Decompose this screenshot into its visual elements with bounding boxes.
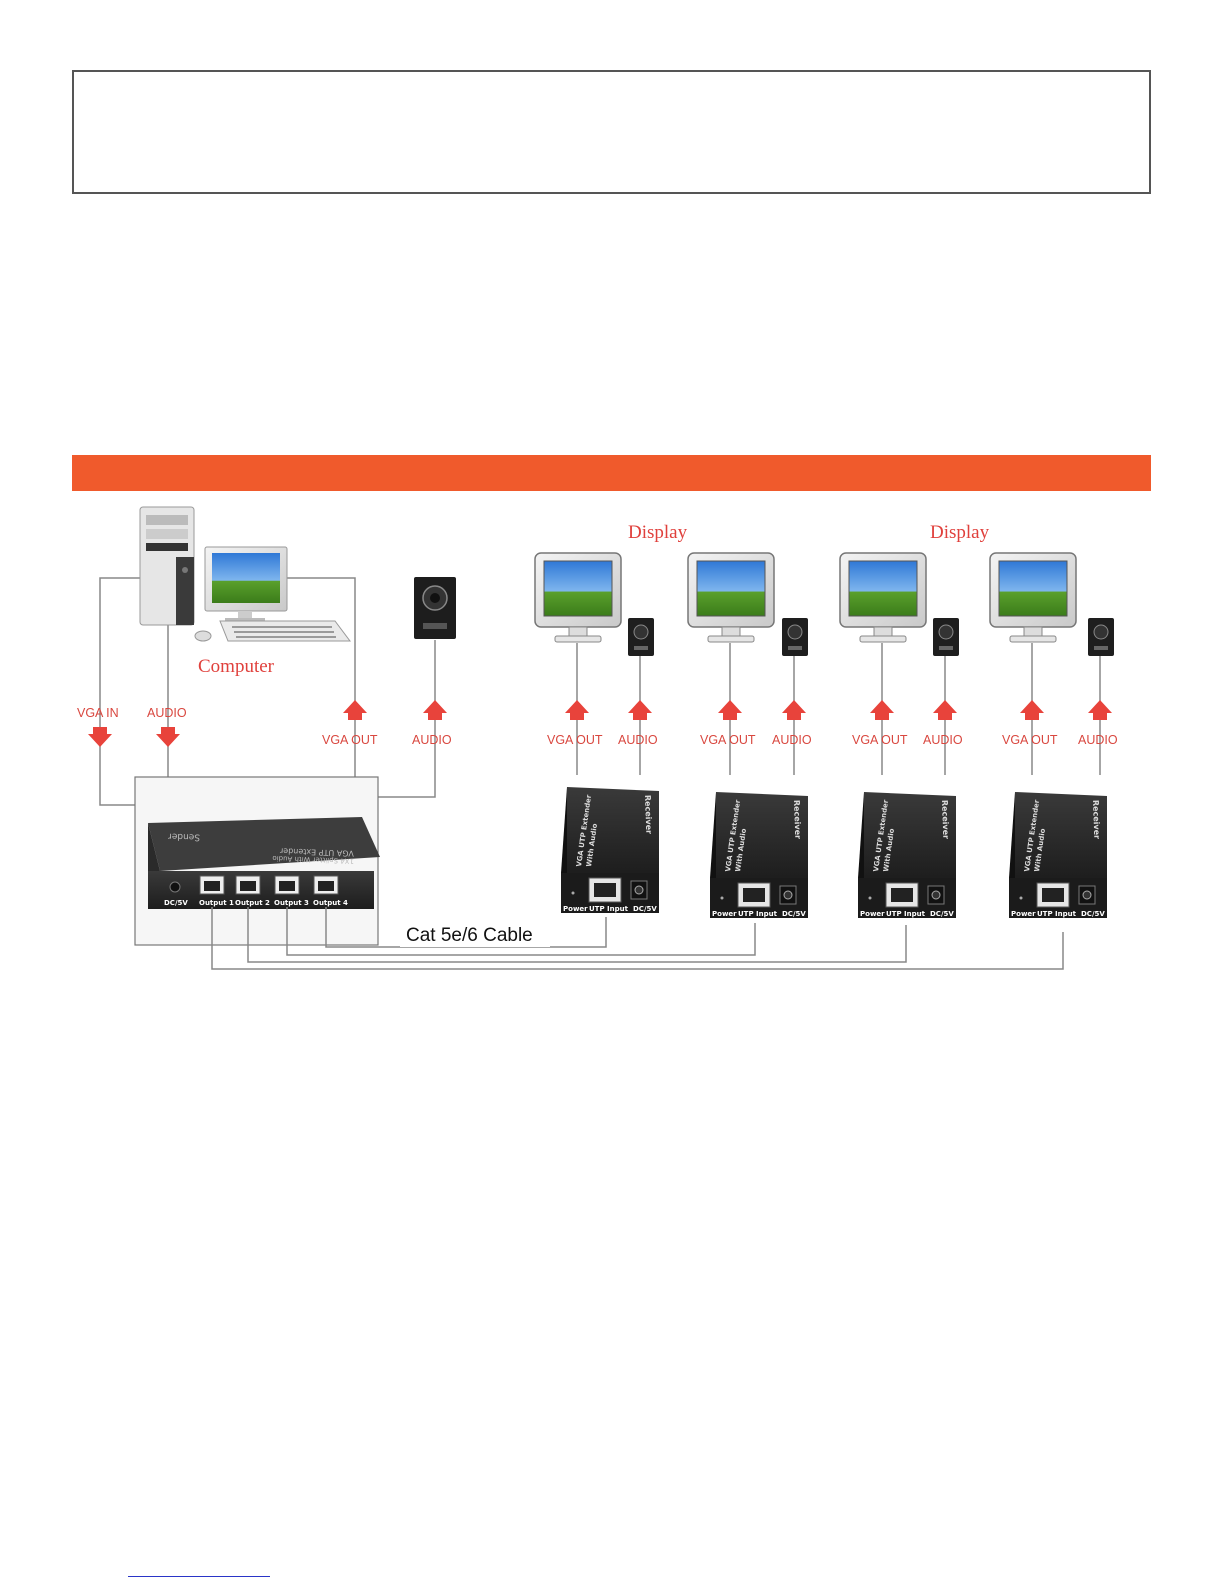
- computer-label: Computer: [198, 656, 275, 677]
- display-label-2: Display: [930, 522, 990, 543]
- sender-device: Sender VGA UTP Extender 1X4 Splitter Wit…: [134, 776, 380, 946]
- speaker-icon: [1088, 618, 1114, 656]
- receiver-vga-out-label: VGA OUT: [852, 733, 908, 747]
- receiver-side-label: Receiver: [792, 800, 802, 839]
- display-label-1: Display: [628, 522, 688, 543]
- arrow-up-icon: [423, 700, 447, 720]
- computer-illustration: Computer: [139, 506, 351, 677]
- receiver-dc-label: DC/5V: [633, 905, 657, 913]
- arrow-up-icon: [1020, 700, 1044, 720]
- receiver-audio-label: AUDIO: [772, 733, 812, 747]
- sender-output-port: Output 2: [235, 875, 270, 907]
- arrow-up-icon: [1088, 700, 1112, 720]
- receiver-power-label: Power: [712, 910, 737, 918]
- display-monitor-icon: [989, 552, 1077, 643]
- sender-output-label: Output 4: [313, 899, 348, 907]
- arrow-up-icon: [870, 700, 894, 720]
- sender-output-label: Output 1: [199, 899, 234, 907]
- receiver-dc-label: DC/5V: [1081, 910, 1105, 918]
- speaker-icon: [628, 618, 654, 656]
- sender-power-port: DC/5V: [164, 899, 188, 907]
- display-monitor-icon: [534, 552, 622, 643]
- source-wires: [99, 577, 436, 806]
- top-info-box: [72, 70, 1151, 194]
- sender-model-line2: 1X4 Splitter With Audio: [272, 854, 354, 865]
- receiver-power-label: Power: [563, 905, 588, 913]
- receiver-side-label: Receiver: [940, 800, 950, 839]
- receiver-vga-out-label: VGA OUT: [700, 733, 756, 747]
- vga-out-label: VGA OUT: [322, 733, 378, 747]
- receiver-side-label: Receiver: [643, 795, 653, 834]
- sender-output-label: Output 3: [274, 899, 309, 907]
- sender-output-port: Output 4: [313, 875, 348, 907]
- receiver-dc-label: DC/5V: [930, 910, 954, 918]
- sender-output-label: Output 2: [235, 899, 270, 907]
- receiver-input-label: UTP Input: [738, 910, 778, 918]
- display-monitor-icon: [839, 552, 927, 643]
- receiver-audio-label: AUDIO: [1078, 733, 1118, 747]
- section-header-bar: [72, 455, 1151, 491]
- receiver-dc-label: DC/5V: [782, 910, 806, 918]
- receiver-vga-out-label: VGA OUT: [547, 733, 603, 747]
- receiver-power-label: Power: [1011, 910, 1036, 918]
- sender-output-port: Output 1: [199, 875, 234, 907]
- arrow-up-icon: [565, 700, 589, 720]
- arrow-up-icon: [628, 700, 652, 720]
- arrow-up-icon: [933, 700, 957, 720]
- footer-link-underline: [128, 1576, 270, 1577]
- audio-in-label: AUDIO: [147, 706, 187, 720]
- vga-in-label: VGA IN: [77, 706, 119, 720]
- sender-brand: Sender: [168, 831, 201, 842]
- receiver-input-label: UTP Input: [1037, 910, 1077, 918]
- speaker-icon: [782, 618, 808, 656]
- sender-output-port: Output 3: [274, 875, 309, 907]
- arrow-up-icon: [782, 700, 806, 720]
- connection-diagram: Computer VGA IN AUDIO VGA OUT AUDIO Send…: [77, 506, 1118, 970]
- arrow-down-icon: [88, 727, 112, 747]
- arrow-down-icon: [156, 727, 180, 747]
- audio-out-label: AUDIO: [412, 733, 452, 747]
- arrow-up-icon: [718, 700, 742, 720]
- arrow-up-icon: [343, 700, 367, 720]
- speaker-icon: [933, 618, 959, 656]
- receiver-audio-label: AUDIO: [618, 733, 658, 747]
- receiver-audio-label: AUDIO: [923, 733, 963, 747]
- source-speaker-icon: [414, 577, 456, 639]
- receiver-power-label: Power: [860, 910, 885, 918]
- receiver-input-label: UTP Input: [886, 910, 926, 918]
- sender-model-line1: VGA UTP Extender: [279, 846, 354, 858]
- display-monitor-icon: [687, 552, 775, 643]
- source-arrows: [88, 700, 447, 747]
- receiver-input-label: UTP Input: [589, 905, 629, 913]
- receiver-side-label: Receiver: [1091, 800, 1101, 839]
- receiver-vga-out-label: VGA OUT: [1002, 733, 1058, 747]
- source-labels: VGA IN AUDIO VGA OUT AUDIO: [77, 706, 452, 747]
- cable-label: Cat 5e/6 Cable: [406, 925, 533, 946]
- cat-cables: [211, 907, 1064, 970]
